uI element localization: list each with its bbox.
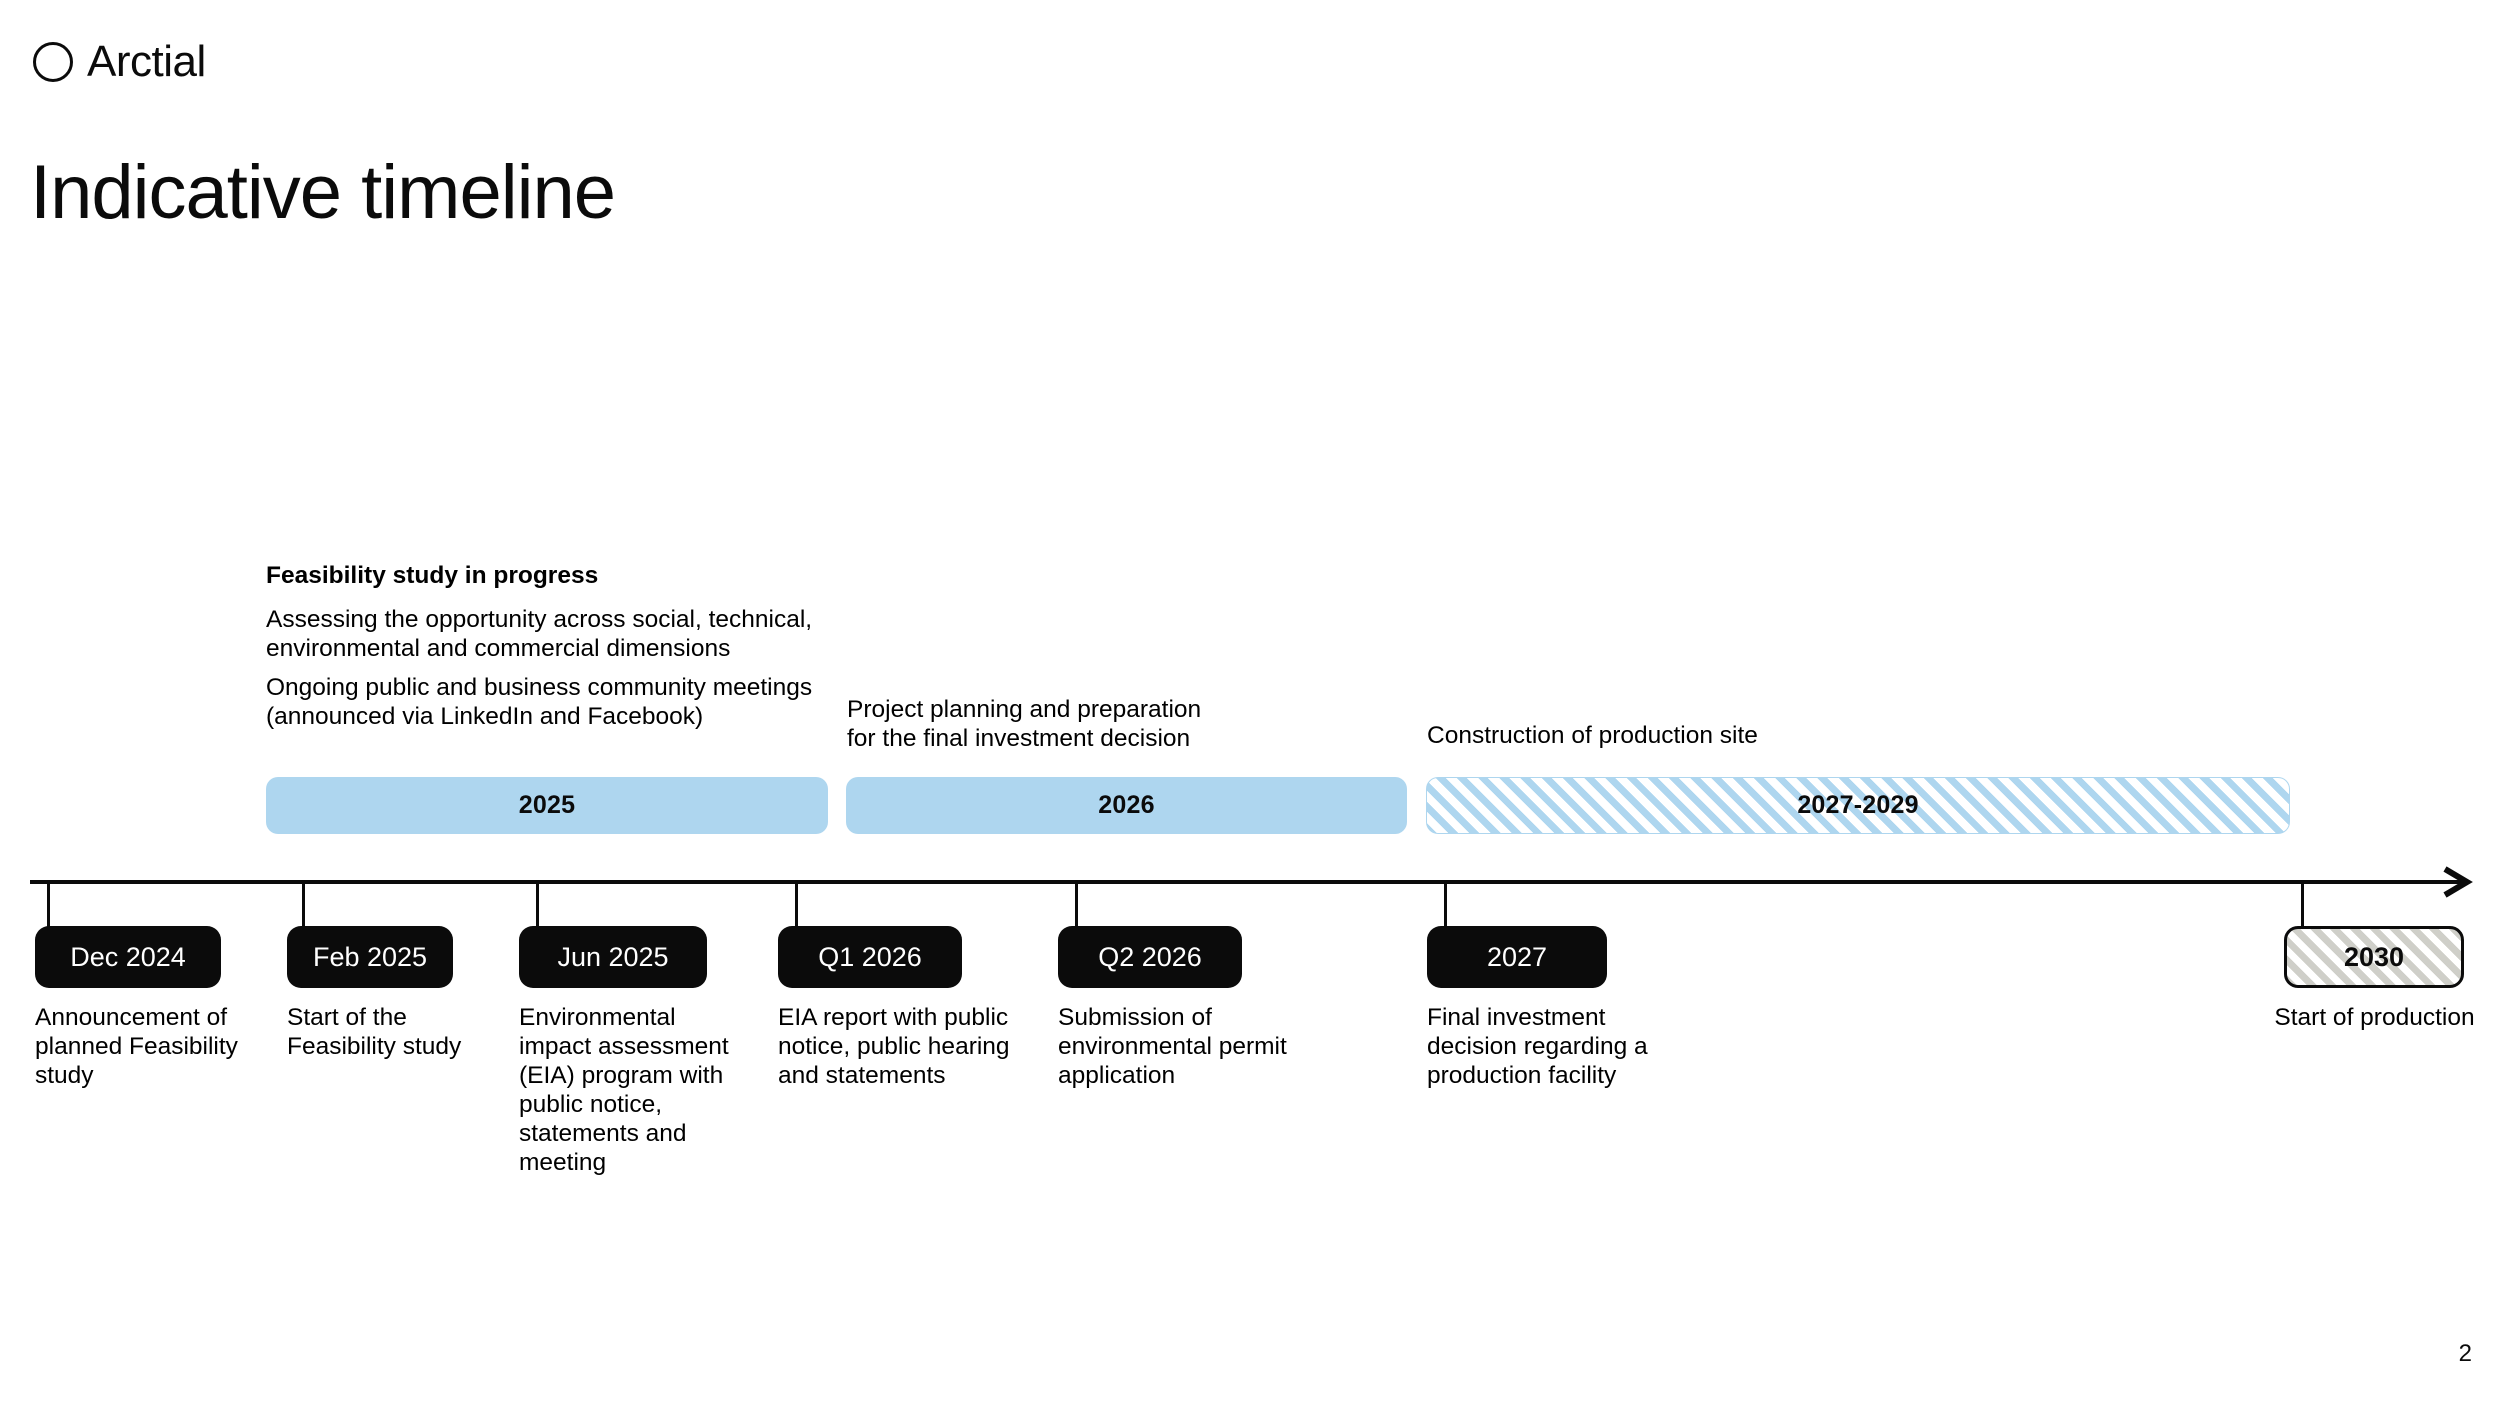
milestone-tick: [795, 884, 798, 928]
milestone-caption: Start of production: [2274, 1004, 2475, 1031]
timeline-axis: [30, 880, 2465, 884]
circle-outline-icon: [33, 42, 73, 82]
phase-bar-2026: 2026: [846, 777, 1407, 834]
phase-bar-label: 2027-2029: [1797, 791, 1919, 819]
milestone-date: Dec 2024: [70, 941, 186, 972]
milestone-caption: Start of the Feasibility study: [287, 1004, 462, 1060]
milestone-pill[interactable]: Feb 2025: [287, 926, 453, 988]
milestone-date: Q2 2026: [1098, 941, 1202, 972]
arrow-right-icon: [2443, 866, 2473, 898]
milestone-tick: [2301, 884, 2304, 928]
phase-note-feasibility-meetings: Ongoing public and business community me…: [266, 674, 813, 730]
phase-note-feasibility-scope: Assessing the opportunity across social,…: [266, 606, 813, 662]
milestone-caption: EIA report with public notice, public he…: [778, 1004, 1010, 1089]
milestone-date: 2027: [1486, 941, 1548, 972]
milestone-tick: [1075, 884, 1078, 928]
milestone-caption: Environmental impact assessment (EIA) pr…: [519, 1004, 729, 1176]
phase-note-feasibility-heading: Feasibility study in progress: [266, 562, 599, 589]
milestone-caption: Final investment decision regarding a pr…: [1427, 1004, 1648, 1089]
phase-bar-label: 2026: [1098, 791, 1155, 819]
page-number: 2: [2458, 1340, 2472, 1367]
milestone-tick: [47, 884, 50, 928]
milestone-caption: Announcement of planned Feasibility stud…: [35, 1004, 238, 1089]
milestone-caption: Submission of environmental permit appli…: [1058, 1004, 1287, 1089]
milestone-date: Q1 2026: [818, 941, 922, 972]
milestone-pill[interactable]: Dec 2024: [35, 926, 221, 988]
milestone-date: 2030: [2343, 941, 2405, 972]
phase-note-construction: Construction of production site: [1427, 722, 1758, 749]
milestone-tick: [302, 884, 305, 928]
milestone-tick: [1444, 884, 1447, 928]
phase-note-planning: Project planning and preparation for the…: [847, 696, 1202, 752]
milestone-pill[interactable]: Q1 2026: [778, 926, 962, 988]
phase-bar-2027-2029: 2027-2029: [1426, 777, 2290, 834]
milestone-pill[interactable]: 2027: [1427, 926, 1607, 988]
phase-bar-label: 2025: [518, 791, 576, 819]
milestone-pill[interactable]: Q2 2026: [1058, 926, 1242, 988]
milestone-date: Feb 2025: [312, 941, 428, 972]
phase-bar-2025: 2025: [266, 777, 828, 834]
milestone-pill[interactable]: Jun 2025: [519, 926, 707, 988]
brand-name: Arctial: [87, 37, 206, 86]
milestone-date: Jun 2025: [557, 941, 669, 972]
brand-logo: Arctial: [33, 40, 206, 84]
page-title: Indicative timeline: [30, 150, 616, 235]
milestone-pill[interactable]: 2030: [2284, 926, 2464, 988]
milestone-tick: [536, 884, 539, 928]
